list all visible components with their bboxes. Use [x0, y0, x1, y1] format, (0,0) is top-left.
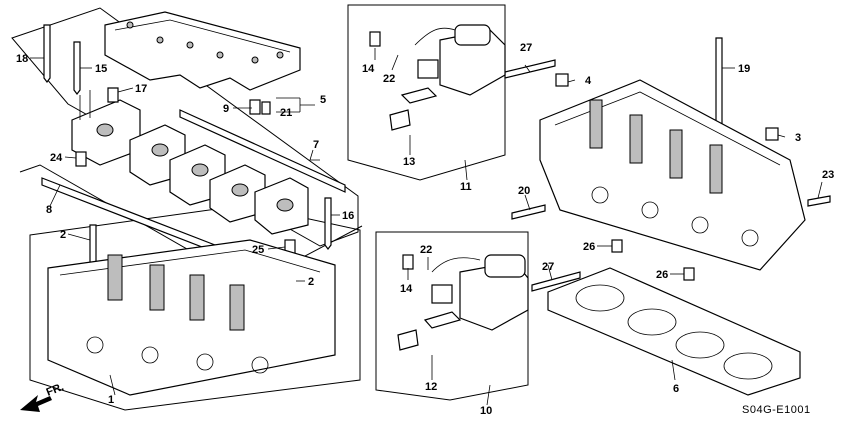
callout-13: 13: [403, 156, 415, 168]
head-gasket: [547, 267, 801, 396]
callout-12: 12: [425, 381, 437, 393]
diagram-code: S04G-E1001: [742, 404, 811, 416]
callout-8: 8: [46, 204, 52, 216]
cylinder-head-right: [539, 79, 806, 271]
callout-22: 22: [420, 244, 432, 256]
callout-9: 9: [223, 103, 229, 115]
callout-21: 21: [280, 107, 292, 119]
spool-valve-box-upper: [347, 4, 506, 181]
callout-25: 25: [252, 244, 264, 256]
direction-label: FR.: [45, 381, 66, 399]
callout-22: 22: [383, 73, 395, 85]
callout-1: 1: [108, 394, 114, 406]
leader-lines: [30, 48, 823, 406]
callout-26: 26: [583, 241, 595, 253]
callout-18: 18: [16, 53, 28, 65]
callout-27: 27: [542, 261, 554, 273]
callout-5: 5: [320, 94, 326, 106]
camshaft-holder-assembly: [71, 90, 309, 235]
callout-24: 24: [50, 152, 63, 164]
callout-26: 26: [656, 269, 668, 281]
callout-15: 15: [95, 63, 107, 75]
callout-14: 14: [362, 63, 375, 75]
callout-labels: 1 2 2 3 4 5 6 7 8 9 10 11 12 13 14 14 15…: [16, 42, 834, 417]
callout-23: 23: [822, 169, 834, 181]
callout-2: 2: [60, 229, 66, 241]
spool-valve-upper: [369, 24, 506, 131]
cylinder-head-left: [47, 239, 336, 396]
callout-16: 16: [342, 210, 354, 222]
callout-3: 3: [795, 132, 801, 144]
callout-10: 10: [480, 405, 492, 417]
callout-7: 7: [313, 139, 319, 151]
callout-11: 11: [460, 181, 472, 193]
callout-19: 19: [738, 63, 750, 75]
spool-valve-lower: [397, 254, 529, 351]
callout-20: 20: [518, 185, 530, 197]
callout-4: 4: [585, 75, 592, 87]
rocker-shaft-holder: [104, 11, 301, 91]
callout-14: 14: [400, 283, 413, 295]
front-direction-arrow: FR.: [20, 381, 66, 412]
callout-6: 6: [673, 383, 679, 395]
callout-27: 27: [520, 42, 532, 54]
callout-17: 17: [135, 83, 147, 95]
callout-2: 2: [308, 276, 314, 288]
